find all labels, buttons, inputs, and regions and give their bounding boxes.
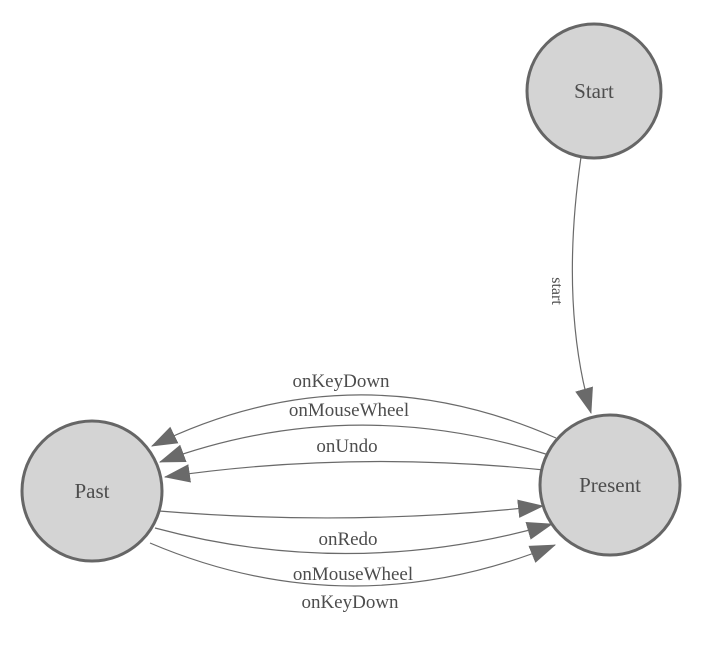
edge-label-onkeydown-top: onKeyDown bbox=[292, 371, 390, 392]
node-past-circle[interactable] bbox=[20, 419, 164, 563]
edge-past-to-present-onkeydown bbox=[149, 542, 557, 587]
node-start[interactable]: Start bbox=[525, 22, 663, 160]
edge-start-to-present bbox=[571, 156, 593, 415]
edge-label-onmousewheel-bottom: onMouseWheel bbox=[293, 564, 413, 585]
edge-label-onredo: onRedo bbox=[318, 529, 377, 550]
edge-present-to-past-onundo bbox=[163, 460, 545, 483]
edge-label-layer: start onKeyDown onMouseWheel onUndo onRe… bbox=[289, 277, 565, 613]
node-past-label: Past bbox=[74, 479, 109, 503]
edge-label-onundo: onUndo bbox=[316, 436, 377, 457]
edge-present-to-past-onkeydown bbox=[151, 394, 557, 447]
node-present-circle[interactable] bbox=[538, 413, 682, 557]
node-present[interactable]: Present bbox=[538, 413, 682, 557]
edge-label-onkeydown-bottom: onKeyDown bbox=[301, 592, 399, 613]
node-start-circle[interactable] bbox=[525, 22, 663, 160]
edge-past-to-present-onredo bbox=[158, 499, 545, 519]
edge-label-onmousewheel-top: onMouseWheel bbox=[289, 400, 409, 421]
node-past[interactable]: Past bbox=[20, 419, 164, 563]
edge-past-to-present-onmousewheel bbox=[154, 521, 554, 555]
node-start-label: Start bbox=[574, 79, 614, 103]
edge-layer bbox=[149, 156, 593, 587]
edge-label-start: start bbox=[548, 277, 565, 305]
edge-present-to-past-onmousewheel bbox=[158, 424, 550, 463]
node-present-label: Present bbox=[579, 473, 641, 497]
